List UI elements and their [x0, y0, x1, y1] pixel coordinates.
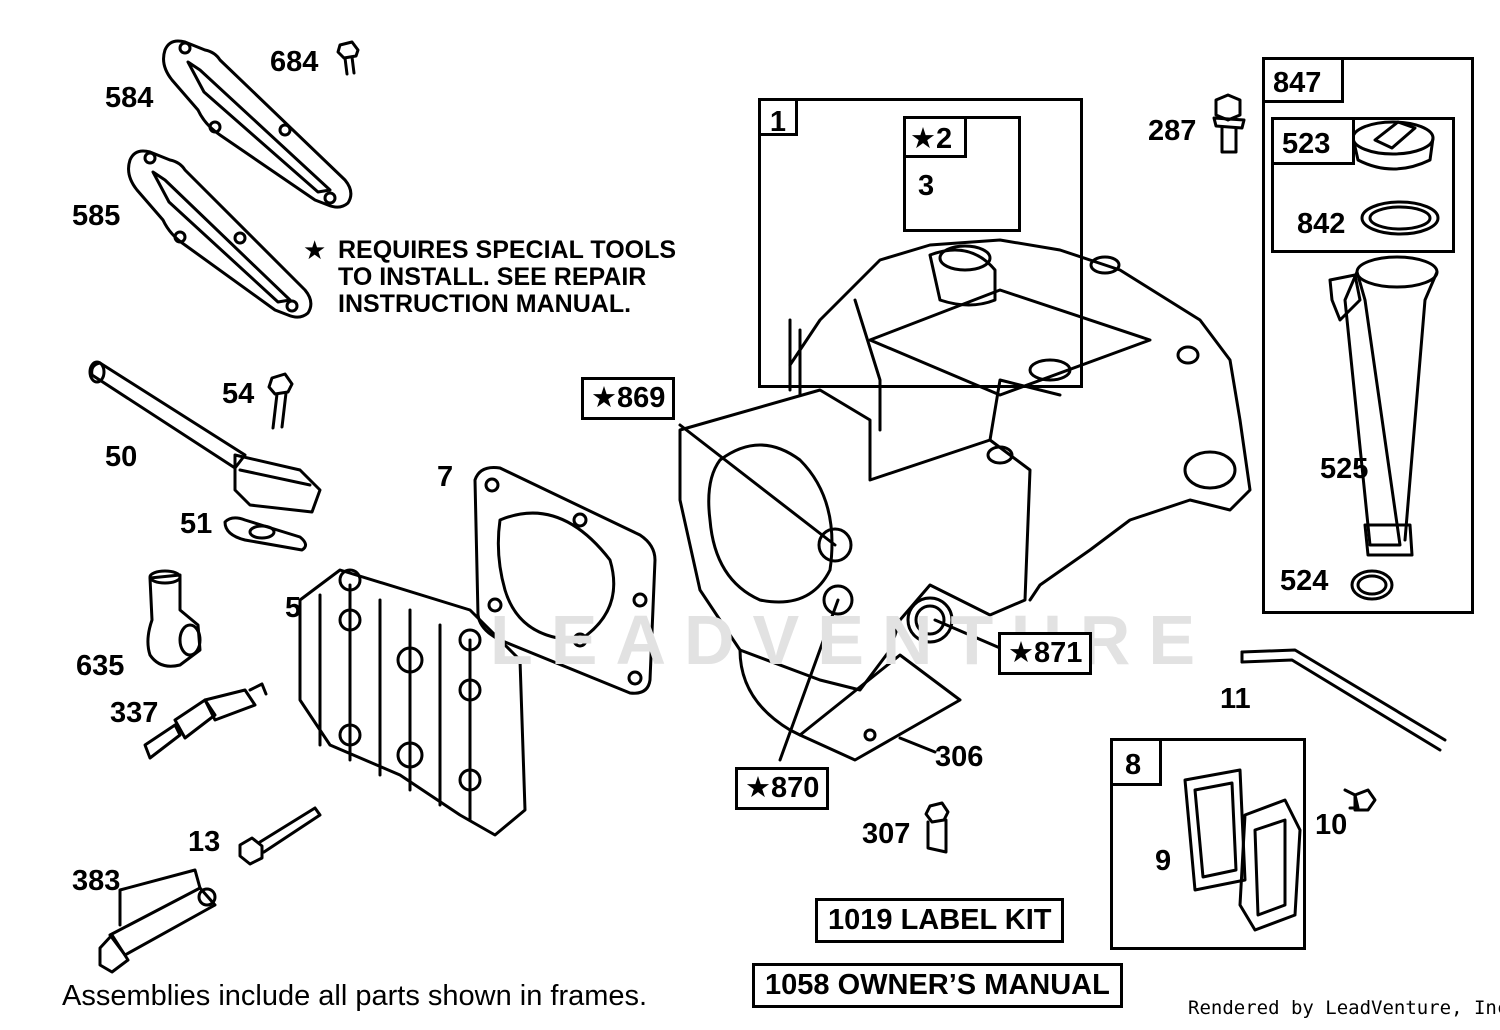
gasket-585-drawing — [127, 149, 313, 319]
screw-684-drawing — [336, 40, 360, 76]
note-line-2: TO INSTALL. SEE REPAIR — [338, 263, 647, 291]
label-kit-1019: 1019 LABEL KIT — [815, 898, 1065, 943]
engine-block-drawing — [678, 238, 1252, 692]
special-tools-note: ★ REQUIRES SPECIAL TOOLS TO INSTALL. SEE… — [303, 237, 676, 318]
label-306: 306 — [935, 741, 984, 773]
gasket-51-drawing — [223, 516, 307, 552]
label-383: 383 — [72, 865, 121, 897]
label-287: 287 — [1148, 115, 1197, 147]
star-icon: ★ — [303, 235, 327, 265]
frame-847 — [1262, 57, 1474, 614]
frame-8 — [1110, 738, 1306, 950]
label-684: 684 — [270, 46, 319, 78]
label-869: ★869 — [581, 377, 676, 420]
spark-plug-337-drawing — [143, 682, 268, 760]
oring-842-drawing — [1360, 200, 1440, 236]
label-2-cell: ★2 — [903, 116, 967, 158]
label-847-cell: 847 — [1262, 57, 1344, 103]
label-3: 3 — [918, 170, 935, 202]
label-635: 635 — [76, 650, 125, 682]
elbow-635-drawing — [146, 569, 202, 668]
note-line-3: INSTRUCTION MANUAL. — [338, 290, 632, 318]
rendered-by-credit: Rendered by LeadVenture, Inc. — [1188, 997, 1500, 1019]
watermark: LEADVENTURE — [490, 601, 1214, 679]
label-7: 7 — [437, 461, 454, 493]
label-10: 10 — [1315, 809, 1348, 841]
breather-9-drawing — [1183, 768, 1302, 932]
plate-306-drawing — [738, 648, 962, 762]
head-gasket-7-drawing — [473, 466, 657, 695]
label-870: ★870 — [735, 767, 830, 810]
label-50: 50 — [105, 441, 138, 473]
frame-523 — [1271, 117, 1455, 253]
label-51: 51 — [180, 508, 213, 540]
frame-1 — [758, 98, 1083, 388]
oring-524-drawing — [1350, 569, 1394, 601]
breather-tube-50-drawing — [88, 360, 322, 514]
note-line-1: REQUIRES SPECIAL TOOLS — [338, 236, 677, 264]
label-11: 11 — [1220, 683, 1251, 715]
dipstick-tube-525-drawing — [1328, 255, 1439, 557]
label-9: 9 — [1155, 845, 1172, 877]
label-523-cell: 523 — [1271, 117, 1355, 165]
bolt-307-drawing — [924, 801, 950, 854]
owners-manual-1058: 1058 OWNER’S MANUAL — [752, 963, 1123, 1008]
bolt-13-drawing — [238, 806, 322, 866]
label-8-cell: 8 — [1110, 738, 1162, 786]
label-524: 524 — [1280, 565, 1329, 597]
tube-11-drawing — [1240, 648, 1447, 752]
label-871: ★871 — [998, 632, 1093, 675]
tool-383-drawing — [98, 868, 217, 974]
label-54: 54 — [222, 378, 255, 410]
cylinder-head-5-drawing — [298, 568, 527, 837]
bolt-287-drawing — [1212, 93, 1246, 154]
label-585: 585 — [72, 200, 121, 232]
label-1-cell: 1 — [758, 98, 798, 137]
label-525: 525 — [1320, 453, 1369, 485]
bolt-54-drawing — [267, 372, 294, 430]
label-5: 5 — [285, 592, 302, 624]
label-842: 842 — [1297, 208, 1346, 240]
label-337: 337 — [110, 697, 159, 729]
gasket-584-drawing — [162, 39, 353, 209]
assemblies-footer: Assemblies include all parts shown in fr… — [62, 980, 648, 1012]
label-307: 307 — [862, 818, 911, 850]
label-13: 13 — [188, 826, 221, 858]
screw-10-drawing — [1343, 788, 1377, 812]
label-584: 584 — [105, 82, 154, 114]
